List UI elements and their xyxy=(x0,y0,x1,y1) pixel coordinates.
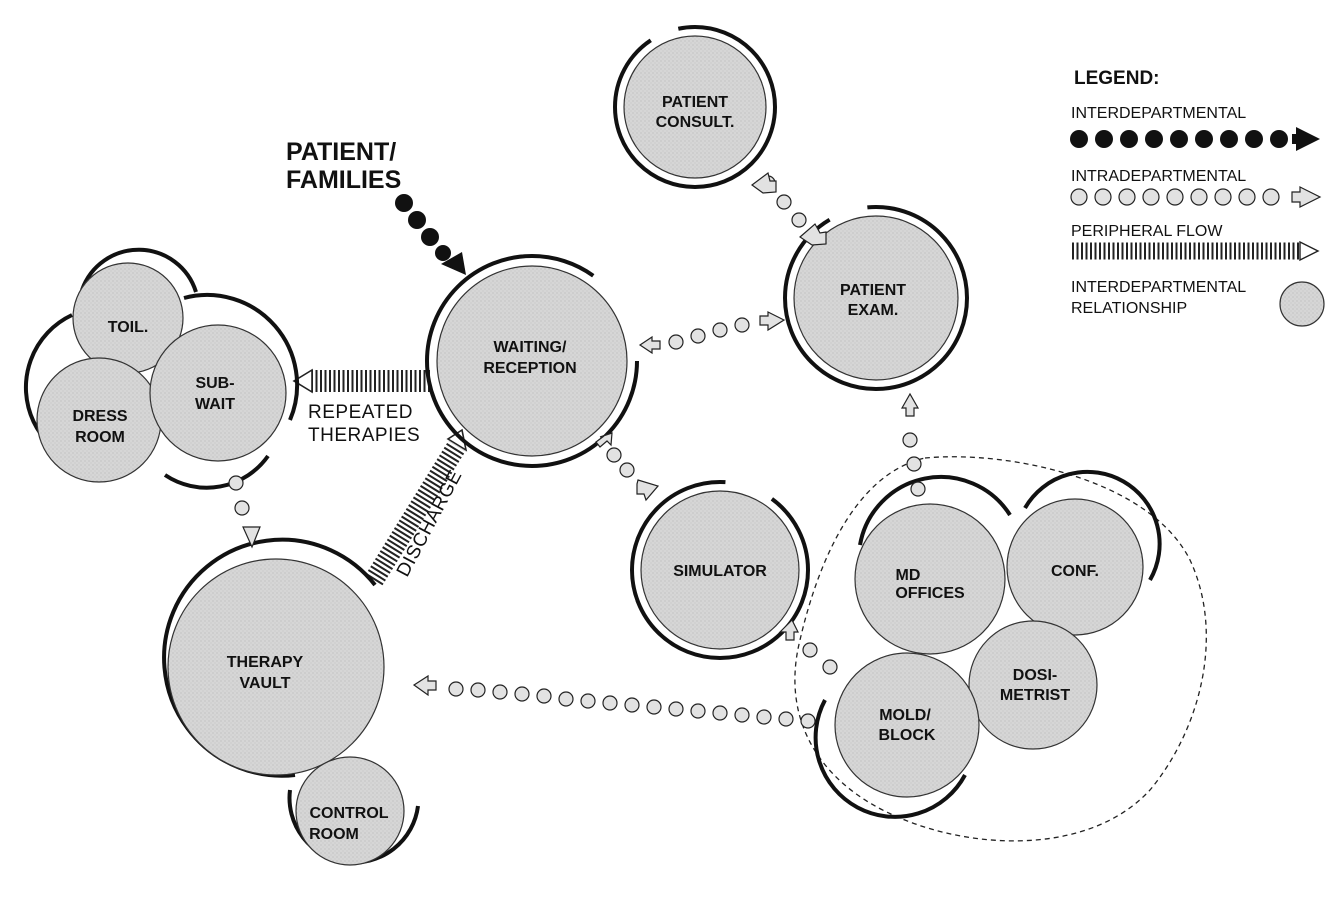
vault-label-line2: VAULT xyxy=(240,675,291,692)
dosimetrist-label-line2: METRIST xyxy=(1000,687,1070,704)
conference-room xyxy=(1006,498,1144,636)
dosimetrist-label-line1: DOSI- xyxy=(1013,667,1057,684)
simulator-label: SIMULATOR xyxy=(673,563,767,580)
therapy-vault-group xyxy=(162,537,420,866)
md-label-line2: OFFICES xyxy=(895,585,965,602)
subwait-to-vault-flow xyxy=(228,475,261,549)
waiting-label-line2: RECEPTION xyxy=(483,360,576,377)
vault-label-line1: THERAPY xyxy=(227,654,304,671)
control-room xyxy=(295,756,405,866)
mold-label-line1: MOLD/ xyxy=(879,707,931,724)
legend-interdepartmental-swatch xyxy=(1070,127,1320,151)
dress-label-line1: DRESS xyxy=(72,408,127,425)
patient-consult-group xyxy=(613,25,777,189)
entry-label-line1: PATIENT/ xyxy=(286,138,396,166)
legend-peripheral-swatch xyxy=(1072,240,1320,262)
planning-to-exam-flow xyxy=(900,392,926,497)
toilet-label: TOIL. xyxy=(108,319,149,336)
mold-block-room xyxy=(834,652,980,798)
md-offices-room xyxy=(854,503,1006,655)
mold-label-line2: BLOCK xyxy=(879,727,936,744)
exam-label-line2: EXAM. xyxy=(848,302,899,319)
legend-relationship-swatch xyxy=(1279,281,1325,327)
patient-exam-room xyxy=(793,215,959,381)
patient-entry-flow xyxy=(395,194,466,275)
repeated-label-line1: REPEATED xyxy=(308,402,413,423)
legend-intradepartmental-label: INTRADEPARTMENTAL xyxy=(1071,168,1246,185)
entry-label-line2: FAMILIES xyxy=(286,166,401,194)
dress-label-line2: ROOM xyxy=(75,429,125,446)
patient-consult-room xyxy=(623,35,767,179)
legend-peripheral-label: PERIPHERAL FLOW xyxy=(1071,223,1223,240)
legend-relationship-label-line2: RELATIONSHIP xyxy=(1071,300,1187,317)
patient-exam-group xyxy=(783,205,969,391)
waiting-to-exam-flow xyxy=(638,311,786,355)
legend: LEGEND: INTERDEPARTMENTAL INTRADEPARTMEN… xyxy=(1070,68,1325,327)
legend-relationship-label-line1: INTERDEPARTMENTAL xyxy=(1071,279,1246,296)
simulator-group xyxy=(630,480,810,660)
consult-label-line1: PATIENT xyxy=(662,94,728,111)
support-zone-boundary xyxy=(794,456,1207,842)
legend-intradepartmental-swatch xyxy=(1070,186,1322,208)
legend-title: LEGEND: xyxy=(1074,68,1160,89)
therapy-vault-room xyxy=(167,558,385,776)
treatment-planning-group xyxy=(813,469,1162,819)
simulator-room xyxy=(640,490,800,650)
legend-interdepartmental-label: INTERDEPARTMENTAL xyxy=(1071,105,1246,122)
control-label-line1: CONTROL xyxy=(309,805,388,822)
subwait-label-line1: SUB- xyxy=(195,375,234,392)
dosimetrist-room xyxy=(968,620,1098,750)
exam-label-line1: PATIENT xyxy=(840,282,906,299)
dressing-suite-group xyxy=(23,247,300,490)
waiting-to-simulator-flow xyxy=(595,432,660,502)
control-label-line2: ROOM xyxy=(309,826,359,843)
consult-label-line2: CONSULT. xyxy=(656,114,735,131)
exam-to-consult-flow xyxy=(750,171,827,246)
mold-to-vault-flow xyxy=(412,674,816,729)
repeated-therapies-flow xyxy=(292,368,430,394)
waiting-reception-group xyxy=(425,254,639,468)
waiting-reception-room xyxy=(436,265,628,457)
waiting-label-line1: WAITING/ xyxy=(494,339,567,356)
md-label-line1: MD xyxy=(896,567,921,584)
subwait-label-line2: WAIT xyxy=(195,396,235,413)
repeated-label-line2: THERAPIES xyxy=(308,425,420,446)
conf-label: CONF. xyxy=(1051,563,1099,580)
sub-wait-room xyxy=(149,324,287,462)
mold-to-simulator-flow xyxy=(778,618,838,675)
